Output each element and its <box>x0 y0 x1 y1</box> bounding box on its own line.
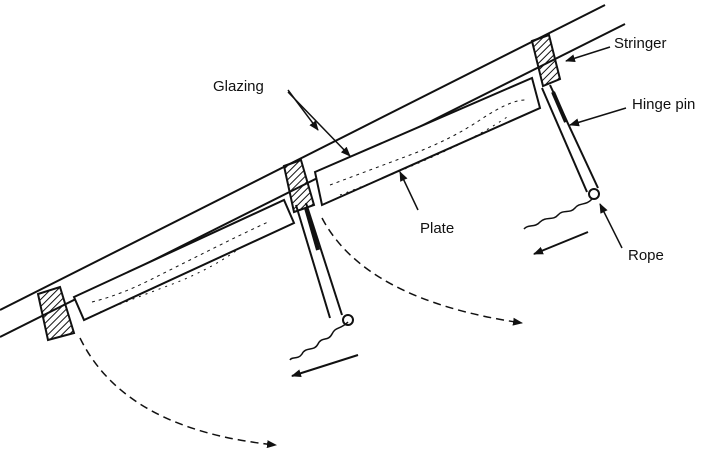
label-stringer: Stringer <box>614 35 667 52</box>
label-hinge-pin: Hinge pin <box>632 96 695 113</box>
hinge-lever-left <box>295 202 354 326</box>
swing-arc-right <box>321 217 523 326</box>
plate-lower <box>72 198 296 322</box>
plate-upper <box>313 76 542 207</box>
hinge-lever-right <box>541 84 600 200</box>
rope-right <box>523 198 593 230</box>
leader-lines <box>287 46 627 249</box>
stringer-middle <box>282 158 316 214</box>
pull-arrow-left <box>291 354 359 378</box>
label-plate: Plate <box>420 220 454 237</box>
label-glazing: Glazing <box>213 78 264 95</box>
stringer-right <box>530 33 562 88</box>
swing-arc-left <box>79 337 277 449</box>
rope-left <box>289 321 349 361</box>
pulley-left <box>342 314 354 326</box>
pull-arrow-right <box>533 231 589 255</box>
label-rope: Rope <box>628 247 664 264</box>
stringer-left <box>36 285 76 342</box>
pulley-right <box>588 188 600 200</box>
